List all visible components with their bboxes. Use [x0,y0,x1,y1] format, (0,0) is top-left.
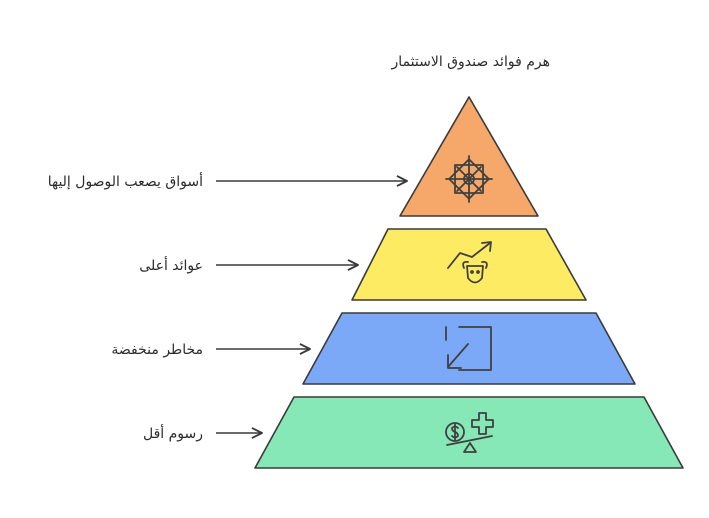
pyramid-tier-2: عوائد أعلى [139,228,587,301]
tier-3-shape [302,312,636,385]
pyramid-tier-3: مخاطر منخفضة [111,312,636,385]
tier-2-shape [351,228,587,301]
tier-4-shape [254,396,684,469]
tier-4-label: رسوم أقل [143,424,203,442]
tier-3-label: مخاطر منخفضة [111,342,203,358]
diagram-title: هرم فوائد صندوق الاستثمار [391,54,550,70]
bull-growth-icon [447,241,492,284]
shrink-arrow-icon [445,326,492,371]
pyramid-tier-4: رسوم أقل [143,396,684,469]
fee-scale-icon [445,412,494,453]
tier-1-label: أسواق يصعب الوصول إليها [48,172,203,190]
tier-2-label: عوائد أعلى [139,256,203,274]
ornament-icon [445,155,493,203]
pyramid-tier-1: أسواق يصعب الوصول إليها [48,96,539,217]
